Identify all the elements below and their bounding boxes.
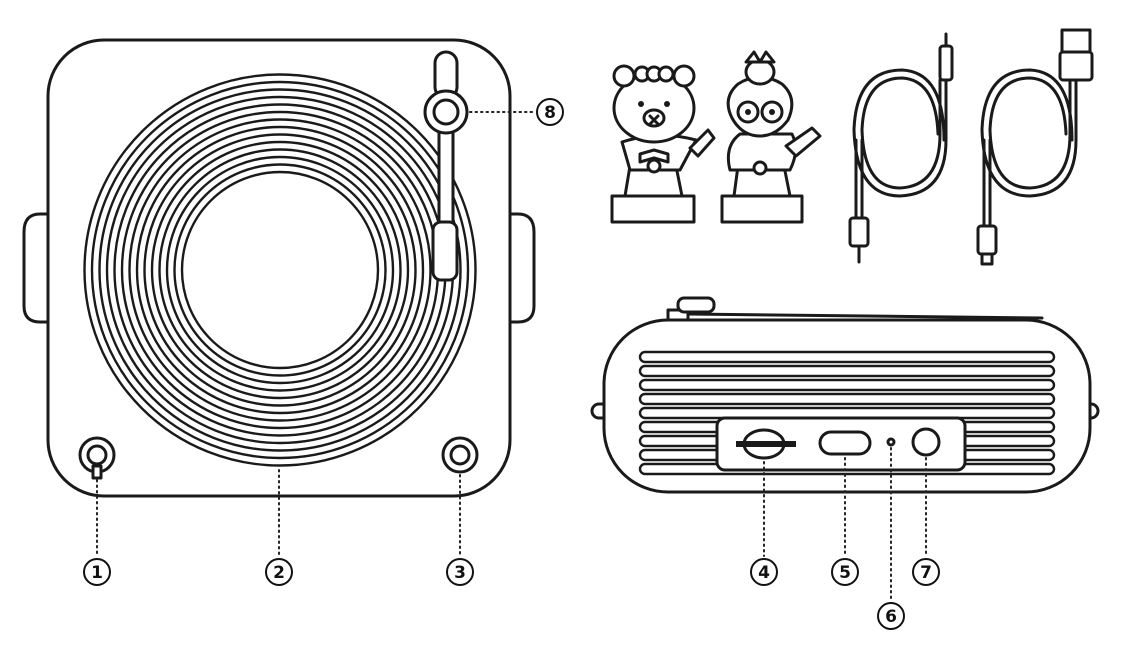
groove-ring [135, 125, 425, 415]
record-disc [83, 73, 477, 467]
grille-slat [638, 350, 1056, 364]
groove-ring [150, 140, 410, 400]
callout-3: 3 [446, 558, 474, 586]
groove-ring [90, 80, 470, 460]
callout-5: 5 [831, 558, 859, 586]
brown-figure [610, 64, 716, 224]
groove-ring [158, 148, 402, 392]
callout-6: 6 [877, 602, 905, 630]
groove-ring [143, 133, 417, 407]
indicator-light [886, 437, 896, 447]
callout-2-label: 2 [273, 563, 285, 583]
turntable-top-view [22, 38, 537, 557]
groove-ring [83, 73, 477, 467]
groove-ring [180, 170, 380, 370]
sally-figure [720, 50, 822, 224]
usb-cable [976, 28, 1094, 266]
groove-ring [98, 88, 462, 452]
callout-6-label: 6 [885, 607, 897, 627]
groove-ring [128, 118, 432, 422]
groove-ring [165, 155, 395, 385]
grille-slat [638, 378, 1056, 392]
grille-slat [638, 364, 1056, 378]
callout-4: 4 [750, 558, 778, 586]
callout-7: 7 [912, 558, 940, 586]
callout-7-label: 7 [920, 563, 932, 583]
callout-2: 2 [265, 558, 293, 586]
aux-cable [848, 32, 954, 264]
tonearm [423, 50, 469, 282]
turntable-front-view [590, 296, 1100, 601]
usb-c-port [818, 430, 872, 456]
sd-card-slot [736, 428, 796, 460]
callout-3-label: 3 [454, 563, 466, 583]
groove-ring [173, 163, 387, 377]
callout-4-label: 4 [758, 563, 770, 583]
callout-8-label: 8 [544, 103, 556, 123]
callout-1: 1 [83, 558, 111, 586]
button-1 [78, 436, 116, 480]
grille-slat [638, 392, 1056, 406]
callout-8: 8 [536, 98, 564, 126]
callout-5-label: 5 [839, 563, 851, 583]
foot-3 [441, 436, 479, 474]
aux-port [911, 427, 941, 457]
callout-1-label: 1 [91, 563, 103, 583]
